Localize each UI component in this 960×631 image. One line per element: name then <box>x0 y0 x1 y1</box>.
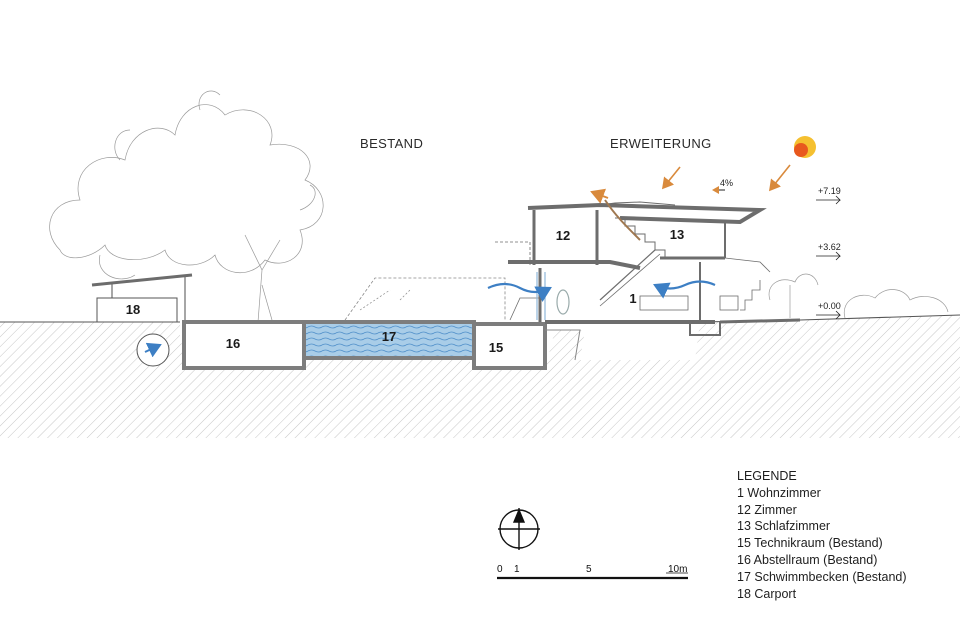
scale-5: 5 <box>586 564 592 575</box>
room-number-17: 17 <box>382 329 396 344</box>
exhaust-arrow-icon <box>590 188 609 204</box>
level-markers <box>816 195 841 320</box>
air-flow-icon <box>487 280 716 302</box>
carport <box>91 273 193 367</box>
scale-bar <box>497 572 688 580</box>
shrubs <box>768 273 949 319</box>
technical-room-15 <box>472 322 581 370</box>
room-number-18: 18 <box>126 302 140 317</box>
glazing <box>536 272 570 320</box>
room-number-12: 12 <box>556 228 570 243</box>
level-top: +7.19 <box>818 186 841 196</box>
extension-building <box>495 201 801 336</box>
scale-10m: 10m <box>668 564 687 575</box>
legend-item: 12 Zimmer <box>737 502 797 517</box>
sun-ray-arrow-icon <box>661 164 791 192</box>
roof-airflow-icon <box>604 199 641 241</box>
legend-item: 1 Wohnzimmer <box>737 485 821 500</box>
legend: LEGENDE 1 Wohnzimmer 12 Zimmer 13 Schlaf… <box>737 468 907 602</box>
slope-label: 4% <box>720 178 733 188</box>
north-compass-icon <box>498 508 540 550</box>
room-number-16: 16 <box>226 336 240 351</box>
sun-icon <box>794 136 816 158</box>
level-ground: +0.00 <box>818 301 841 311</box>
scale-1: 1 <box>514 564 520 575</box>
room-number-1: 1 <box>629 291 636 306</box>
legend-item: 15 Technikraum (Bestand) <box>737 536 883 551</box>
legend-title: LEGENDE <box>737 469 797 483</box>
legend-item: 13 Schlafzimmer <box>737 519 831 534</box>
label-erweiterung: ERWEITERUNG <box>610 136 712 151</box>
legend-item: 18 Carport <box>737 586 797 601</box>
room-number-15: 15 <box>489 340 503 355</box>
level-mid: +3.62 <box>818 242 841 252</box>
tree-icon <box>49 90 324 323</box>
label-bestand: BESTAND <box>360 136 424 151</box>
bestand-outline <box>344 277 506 321</box>
legend-item: 17 Schwimmbecken (Bestand) <box>737 569 907 584</box>
room-number-13: 13 <box>670 227 684 242</box>
scale-0: 0 <box>497 564 503 575</box>
legend-item: 16 Abstellraum (Bestand) <box>737 552 878 567</box>
storage-room-16 <box>182 320 306 370</box>
ground-hatch <box>0 315 960 438</box>
